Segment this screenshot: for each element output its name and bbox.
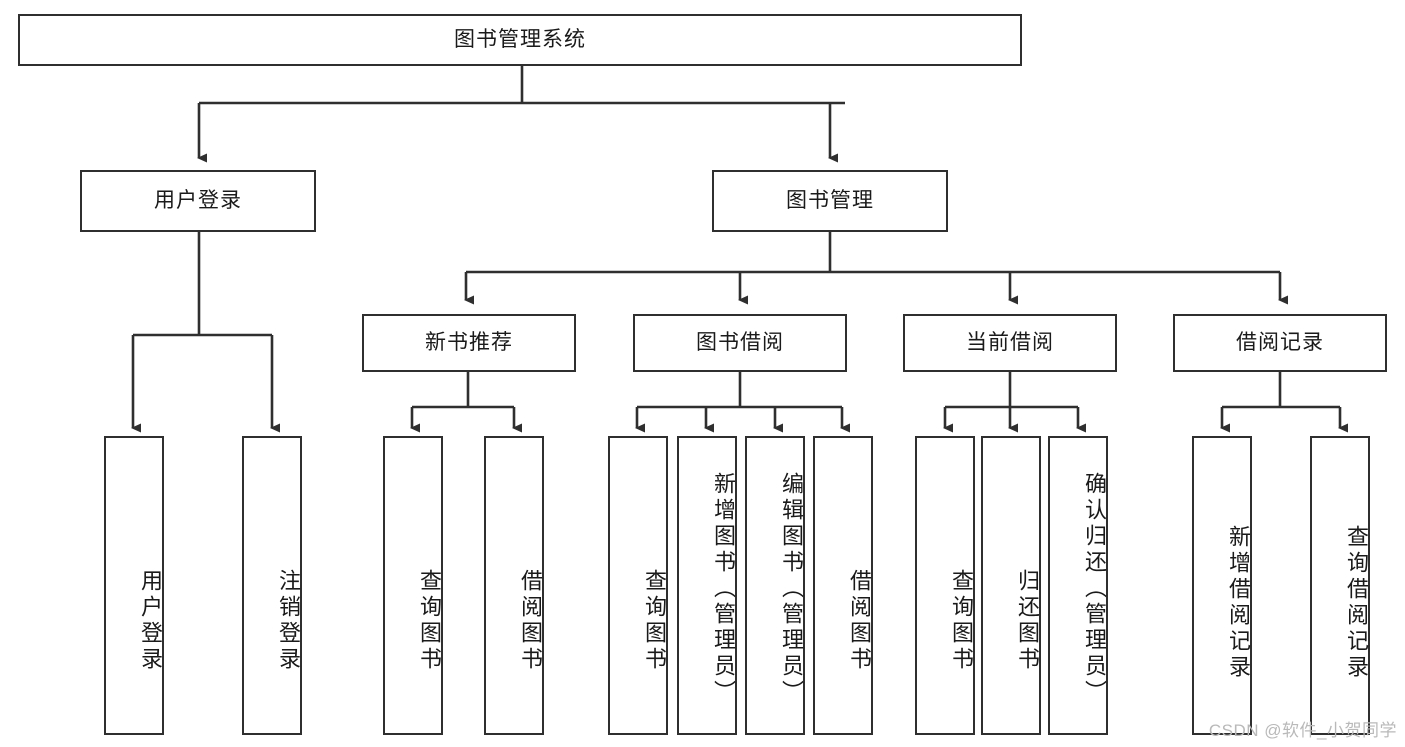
node-label: 用户登录 bbox=[138, 568, 163, 673]
node-label: 借阅记录 bbox=[1236, 331, 1324, 355]
node-label: 查询图书 bbox=[417, 568, 442, 673]
node-current-borrow[interactable]: 当前借阅 bbox=[903, 314, 1117, 372]
node-label: 借阅图书 bbox=[518, 568, 543, 673]
leaf-user-login-login[interactable]: 用户登录 bbox=[104, 436, 164, 735]
leaf-borrow-record-add[interactable]: 新增借阅记录 bbox=[1192, 436, 1252, 735]
node-label: 图书借阅 bbox=[696, 331, 784, 355]
leaf-current-borrow-confirm[interactable]: 确认归还（管理员） bbox=[1048, 436, 1108, 735]
leaf-current-borrow-query[interactable]: 查询图书 bbox=[915, 436, 975, 735]
node-label: 图书管理系统 bbox=[454, 28, 586, 52]
leaf-book-borrow-borrow[interactable]: 借阅图书 bbox=[813, 436, 873, 735]
node-label: 注销登录 bbox=[276, 568, 301, 673]
leaf-new-book-borrow[interactable]: 借阅图书 bbox=[484, 436, 544, 735]
node-label: 当前借阅 bbox=[966, 331, 1054, 355]
leaf-book-borrow-add[interactable]: 新增图书（管理员） bbox=[677, 436, 737, 735]
node-label: 新书推荐 bbox=[425, 331, 513, 355]
node-label: 查询借阅记录 bbox=[1344, 524, 1369, 681]
node-label: 编辑图书（管理员） bbox=[779, 471, 804, 706]
node-user-login[interactable]: 用户登录 bbox=[80, 170, 316, 232]
node-book-management[interactable]: 图书管理 bbox=[712, 170, 948, 232]
node-new-book-recommend[interactable]: 新书推荐 bbox=[362, 314, 576, 372]
node-book-borrow[interactable]: 图书借阅 bbox=[633, 314, 847, 372]
leaf-book-borrow-edit[interactable]: 编辑图书（管理员） bbox=[745, 436, 805, 735]
node-label: 确认归还（管理员） bbox=[1082, 471, 1107, 706]
csdn-watermark: CSDN @软件_小贺同学 bbox=[1208, 721, 1397, 740]
node-label: 新增借阅记录 bbox=[1226, 524, 1251, 681]
leaf-book-borrow-query[interactable]: 查询图书 bbox=[608, 436, 668, 735]
node-label: 新增图书（管理员） bbox=[711, 471, 736, 706]
leaf-current-borrow-return[interactable]: 归还图书 bbox=[981, 436, 1041, 735]
node-label: 归还图书 bbox=[1015, 568, 1040, 673]
leaf-user-login-logout[interactable]: 注销登录 bbox=[242, 436, 302, 735]
node-label: 图书管理 bbox=[786, 189, 874, 213]
node-label: 查询图书 bbox=[949, 568, 974, 673]
leaf-new-book-query[interactable]: 查询图书 bbox=[383, 436, 443, 735]
node-root-system[interactable]: 图书管理系统 bbox=[18, 14, 1022, 66]
leaf-borrow-record-query[interactable]: 查询借阅记录 bbox=[1310, 436, 1370, 735]
node-borrow-record[interactable]: 借阅记录 bbox=[1173, 314, 1387, 372]
node-label: 借阅图书 bbox=[847, 568, 872, 673]
node-label: 查询图书 bbox=[642, 568, 667, 673]
node-label: 用户登录 bbox=[154, 189, 242, 213]
